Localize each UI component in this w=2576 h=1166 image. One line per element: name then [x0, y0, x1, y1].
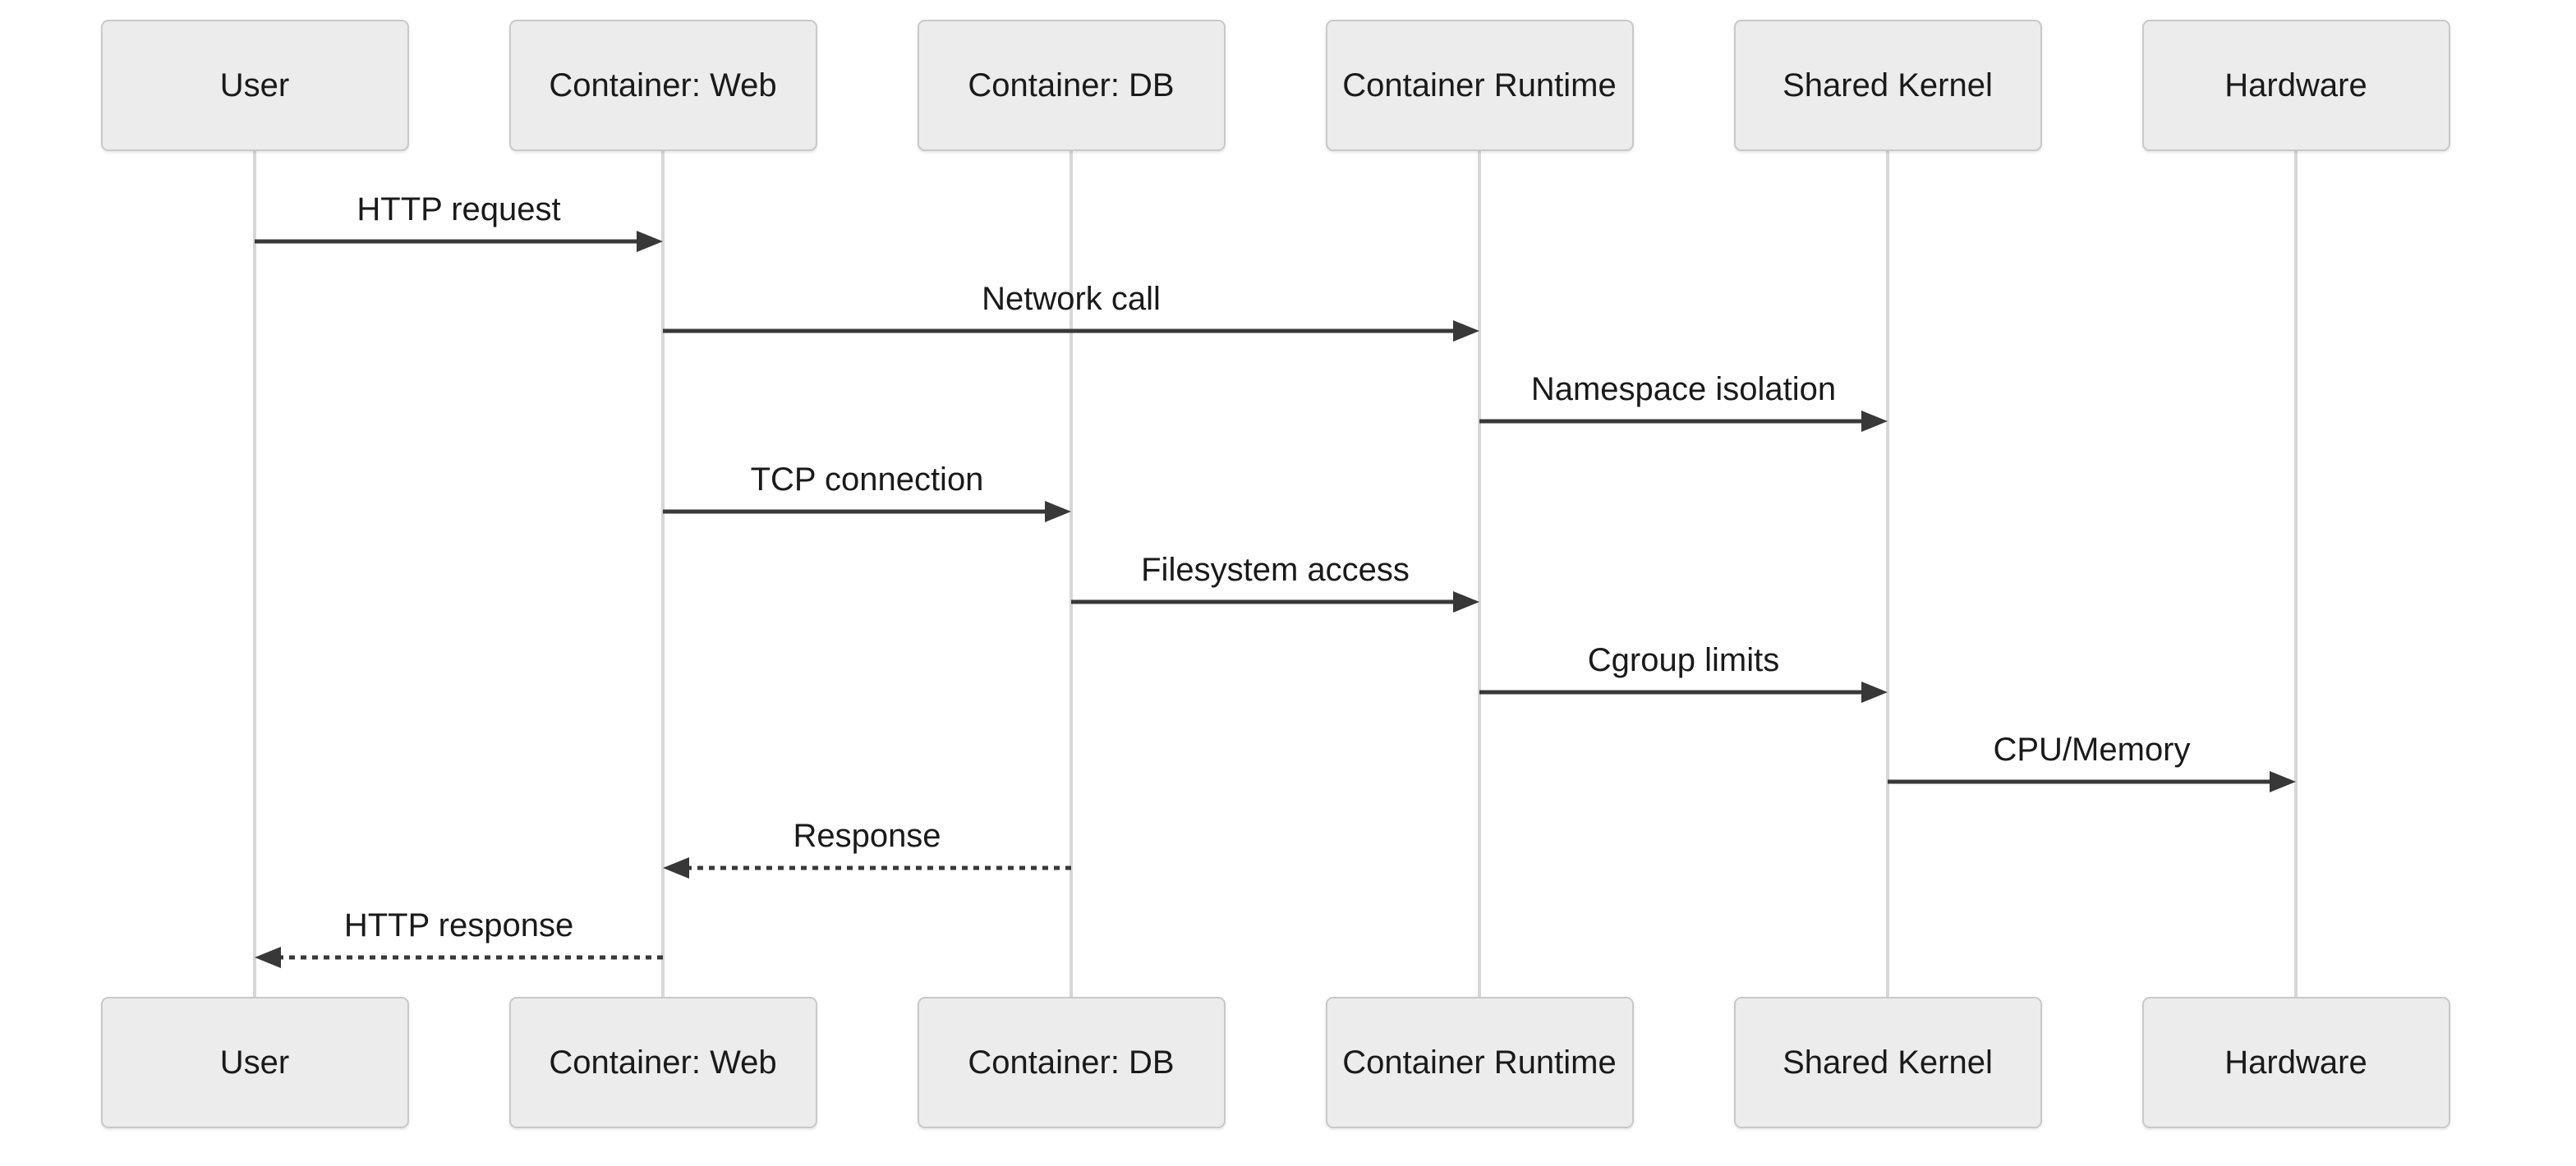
- participant-label: Container Runtime: [1342, 1044, 1617, 1081]
- participant-container-runtime-bottom: Container Runtime: [1325, 997, 1634, 1128]
- message-arrowhead: [1453, 320, 1479, 342]
- message-label-http-response: HTTP response: [343, 907, 574, 943]
- participant-label: Hardware: [2224, 1044, 2367, 1081]
- message-arrowhead: [1453, 591, 1479, 613]
- participant-container-runtime-top: Container Runtime: [1325, 20, 1634, 151]
- message-label-cgroup-limits: Cgroup limits: [1587, 642, 1780, 678]
- message-arrowhead: [1045, 501, 1071, 522]
- participant-label: Container: DB: [968, 1044, 1175, 1081]
- message-arrowhead: [663, 857, 689, 879]
- participant-hardware-top: Hardware: [2141, 20, 2450, 151]
- lifeline-hardware: [2294, 151, 2298, 997]
- lifeline-container-web: [661, 151, 665, 997]
- participant-label: Shared Kernel: [1782, 67, 1993, 103]
- participant-label: Container Runtime: [1342, 67, 1617, 103]
- participant-label: Shared Kernel: [1782, 1044, 1993, 1081]
- message-arrowhead: [255, 947, 281, 968]
- lifeline-container-runtime: [1478, 151, 1481, 997]
- lifeline-shared-kernel: [1886, 151, 1889, 997]
- participant-label: User: [219, 1044, 290, 1081]
- participant-user-top: User: [100, 20, 409, 151]
- participant-hardware-bottom: Hardware: [2141, 997, 2450, 1128]
- message-label-namespace-isolation: Namespace isolation: [1530, 371, 1837, 407]
- participant-label: Container: Web: [549, 67, 777, 103]
- participant-user-bottom: User: [100, 997, 409, 1128]
- message-label-filesystem-access: Filesystem access: [1141, 552, 1410, 588]
- participant-shared-kernel-bottom: Shared Kernel: [1733, 997, 2042, 1128]
- participant-label: Hardware: [2224, 67, 2367, 103]
- message-arrowhead: [1861, 682, 1888, 703]
- participant-label: Container: Web: [549, 1044, 777, 1081]
- message-arrowhead: [1861, 411, 1888, 432]
- lifeline-container-db: [1070, 151, 1073, 997]
- participant-container-db-bottom: Container: DB: [917, 997, 1226, 1128]
- message-label-http-request: HTTP request: [356, 191, 561, 227]
- participant-container-web-bottom: Container: Web: [508, 997, 817, 1128]
- participant-shared-kernel-top: Shared Kernel: [1733, 20, 2042, 151]
- lifeline-user: [253, 151, 256, 997]
- message-arrowhead: [2270, 771, 2296, 792]
- message-label-cpu-memory: CPU/Memory: [1993, 732, 2191, 768]
- participant-container-db-top: Container: DB: [917, 20, 1226, 151]
- participant-container-web-top: Container: Web: [508, 20, 817, 151]
- message-arrowhead: [637, 231, 663, 252]
- participant-label: Container: DB: [968, 67, 1175, 103]
- participant-label: User: [219, 67, 290, 103]
- message-label-response: Response: [793, 818, 941, 854]
- message-label-tcp-connection: TCP connection: [750, 461, 984, 498]
